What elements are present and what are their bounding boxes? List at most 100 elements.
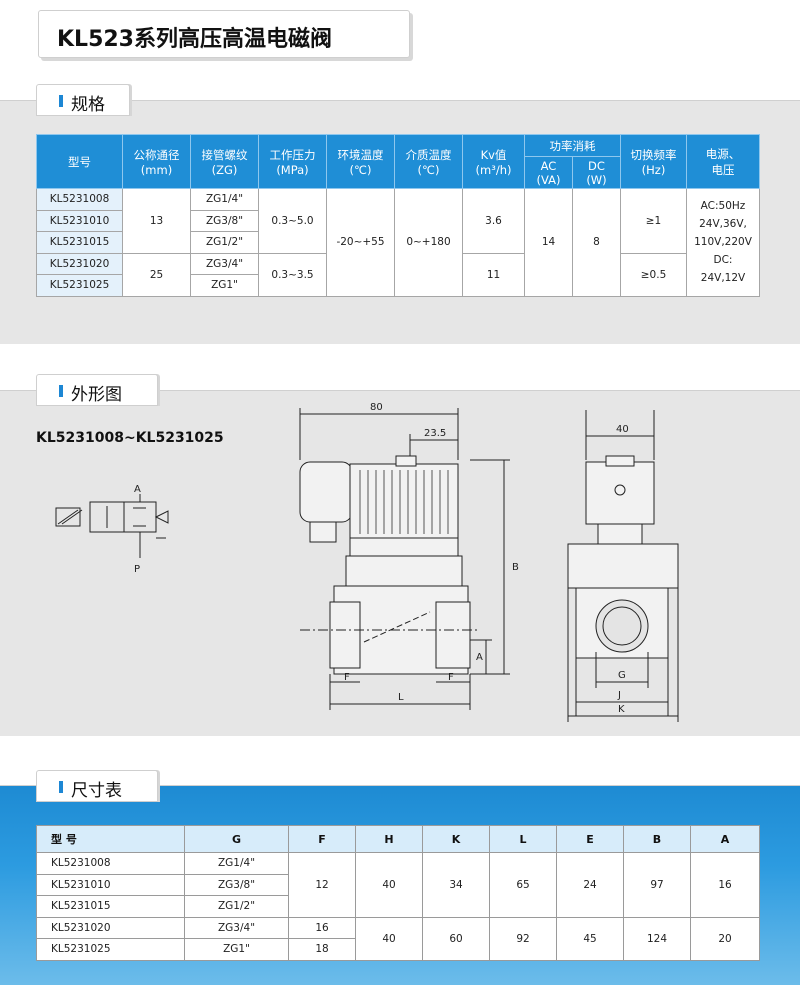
l-cell: 65: [489, 852, 557, 918]
model-cell: KL5231015: [36, 895, 185, 918]
shape-heading: 外形图: [71, 385, 122, 405]
g-cell: ZG1/2": [184, 895, 289, 918]
tab-marker: [59, 385, 63, 397]
thread-cell: ZG1/4": [190, 188, 259, 211]
model-cell: KL5231025: [36, 274, 123, 297]
th-pressure: 工作压力(MPa): [258, 134, 327, 189]
bore-cell: 13: [122, 188, 191, 254]
dim-40: 40: [616, 424, 629, 435]
a-cell: 16: [690, 852, 760, 918]
label-a-front: A: [476, 652, 483, 663]
model-cell: KL5231020: [36, 916, 185, 939]
g-cell: ZG1/4": [184, 852, 289, 875]
dim-th-f: F: [288, 825, 356, 853]
ac-cell: 14: [524, 188, 573, 297]
h-cell: 40: [355, 852, 423, 918]
dim-th-e: E: [556, 825, 624, 853]
dim-th-h: H: [355, 825, 423, 853]
pressure-cell: 0.3~3.5: [258, 252, 327, 297]
th-model: 型号: [36, 134, 123, 189]
thread-cell: ZG3/8": [190, 209, 259, 232]
thread-cell: ZG3/4": [190, 252, 259, 275]
th-power: 功率消耗: [524, 134, 621, 157]
table-row: KL5231015 ZG1/2": [36, 231, 760, 254]
valve-symbol: [55, 494, 169, 558]
th-medium: 介质温度(℃): [394, 134, 463, 189]
th-supply: 电源、电压: [686, 134, 760, 189]
table-row: KL5231010 ZG3/8": [36, 873, 760, 896]
label-g: G: [618, 670, 626, 681]
a-cell: 20: [690, 916, 760, 961]
k-cell: 34: [422, 852, 490, 918]
table-row: KL5231015 ZG1/2": [36, 895, 760, 918]
g-cell: ZG1": [184, 938, 289, 961]
title-box: KL523系列高压高温电磁阀: [38, 10, 410, 58]
th-thread: 接管螺纹(ZG): [190, 134, 259, 189]
th-freq: 切换频率(Hz): [620, 134, 687, 189]
label-f-right: F: [448, 672, 454, 683]
model-cell: KL5231008: [36, 188, 123, 211]
bore-cell: 25: [122, 252, 191, 297]
label-k: K: [618, 704, 625, 715]
table-row: KL5231008 13 ZG1/4" 0.3~5.0 -20~+55 0~+1…: [36, 188, 760, 297]
table-row: KL5231010 ZG3/8": [36, 209, 760, 232]
dimension-table: 型 号 G F H K L E B A KL5231008 ZG1/4" 12 …: [36, 825, 760, 961]
f-cell: 18: [288, 938, 356, 961]
th-ambient: 环境温度(℃): [326, 134, 395, 189]
b-cell: 97: [623, 852, 691, 918]
dim-th-k: K: [422, 825, 490, 853]
spec-tab: 规格: [36, 84, 130, 116]
b-cell: 124: [623, 916, 691, 961]
dim-heading: 尺寸表: [71, 781, 122, 801]
thread-cell: ZG1/2": [190, 231, 259, 254]
medium-cell: 0~+180: [394, 188, 463, 297]
label-b: B: [512, 562, 519, 573]
kv-cell: 3.6: [462, 188, 525, 254]
page-title: KL523系列高压高温电磁阀: [57, 27, 332, 52]
dim-tab: 尺寸表: [36, 770, 158, 802]
side-view: [567, 410, 679, 722]
freq-cell: ≥1: [620, 188, 687, 254]
front-view: [299, 408, 510, 710]
model-cell: KL5231020: [36, 252, 123, 275]
dim-th-g: G: [184, 825, 289, 853]
model-cell: KL5231010: [36, 209, 123, 232]
supply-cell: AC:50Hz 24V,36V, 110V,220V DC: 24V,12V: [686, 188, 760, 297]
f-cell: 16: [288, 916, 356, 939]
dc-cell: 8: [572, 188, 621, 297]
f-cell: 12: [288, 852, 356, 918]
label-l: L: [398, 692, 404, 703]
spec-table: 型号 公称通径(mm) 接管螺纹(ZG) 工作压力(MPa) 环境温度(℃) 介…: [36, 134, 760, 297]
e-cell: 45: [556, 916, 624, 961]
spec-heading: 规格: [71, 95, 105, 115]
pressure-cell: 0.3~5.0: [258, 188, 327, 254]
label-p-symbol: P: [134, 564, 140, 575]
freq-cell: ≥0.5: [620, 252, 687, 297]
table-row: KL5231025 ZG1" 18: [36, 938, 760, 961]
title-area: KL523系列高压高温电磁阀: [0, 0, 800, 78]
outline-drawing: A P 80 23.5 B A F F L 40 G J K: [55, 402, 679, 722]
model-cell: KL5231008: [36, 852, 185, 875]
tab-marker: [59, 781, 63, 793]
shape-tab: 外形图: [36, 374, 158, 406]
th-dc: DC(W): [572, 156, 621, 189]
label-f-left: F: [344, 672, 350, 683]
th-kv: Kv值(m³/h): [462, 134, 525, 189]
dim-th-a: A: [690, 825, 760, 853]
label-j: J: [617, 690, 621, 701]
table-row: KL5231025 ZG1": [36, 274, 760, 297]
table-row: KL5231020 ZG3/4" 16 40 60 92 45 124 20: [36, 916, 760, 961]
th-ac: AC(VA): [524, 156, 573, 189]
table-row: KL5231020 25 ZG3/4" 0.3~3.5 11 ≥0.5: [36, 252, 760, 297]
label-a-symbol: A: [134, 484, 141, 495]
k-cell: 60: [422, 916, 490, 961]
dim-th-model: 型 号: [36, 825, 185, 853]
dim-th-b: B: [623, 825, 691, 853]
thread-cell: ZG1": [190, 274, 259, 297]
model-cell: KL5231025: [36, 938, 185, 961]
g-cell: ZG3/8": [184, 873, 289, 896]
kv-cell: 11: [462, 252, 525, 297]
tab-marker: [59, 95, 63, 107]
l-cell: 92: [489, 916, 557, 961]
dim-23-5: 23.5: [424, 428, 446, 439]
